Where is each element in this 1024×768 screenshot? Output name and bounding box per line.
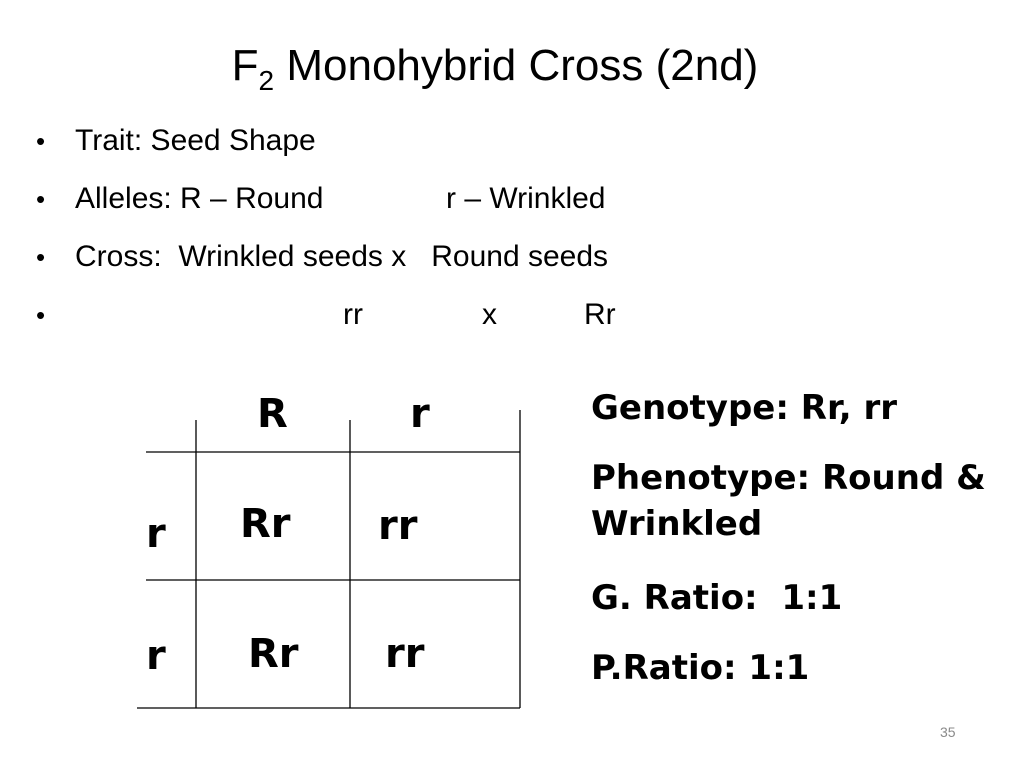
- punnett-cell: rr: [385, 631, 425, 677]
- genotypic-ratio: G. Ratio: 1:1: [591, 578, 843, 618]
- bullet-text-extra: r – Wrinkled: [446, 182, 606, 215]
- bullet-dot: •: [36, 126, 46, 156]
- genotype-summary: Genotype: Rr, rr: [591, 388, 898, 428]
- title-rest: Monohybrid Cross (2nd): [274, 41, 759, 90]
- phenotypic-ratio: P.Ratio: 1:1: [591, 648, 810, 688]
- slide-title: F2 Monohybrid Cross (2nd): [0, 36, 990, 96]
- title-main: F: [231, 41, 259, 90]
- bullet-text: Alleles: R – Round: [75, 182, 324, 215]
- bullet-dot: •: [36, 300, 46, 330]
- col-header-r: r: [410, 391, 430, 437]
- bullet-dot: •: [36, 242, 46, 272]
- punnett-cell: rr: [378, 503, 418, 549]
- punnett-cell: Rr: [240, 501, 291, 547]
- phenotype-summary-cont: Wrinkled: [591, 504, 763, 544]
- title-subscript: 2: [258, 65, 275, 96]
- slide-number: 35: [940, 724, 956, 740]
- row-header-r: r: [146, 511, 166, 557]
- parent1-genotype: rr: [343, 298, 363, 331]
- bullet-dot: •: [36, 184, 46, 214]
- parent2-genotype: Rr: [584, 298, 616, 331]
- punnett-cell: Rr: [248, 631, 299, 677]
- cross-symbol: x: [482, 298, 497, 331]
- phenotype-summary: Phenotype: Round &: [591, 458, 986, 498]
- col-header-R: R: [257, 391, 288, 437]
- bullet-text: Trait: Seed Shape: [75, 124, 316, 157]
- bullet-text: Cross: Wrinkled seeds x Round seeds: [75, 240, 609, 273]
- row-header-r: r: [146, 633, 166, 679]
